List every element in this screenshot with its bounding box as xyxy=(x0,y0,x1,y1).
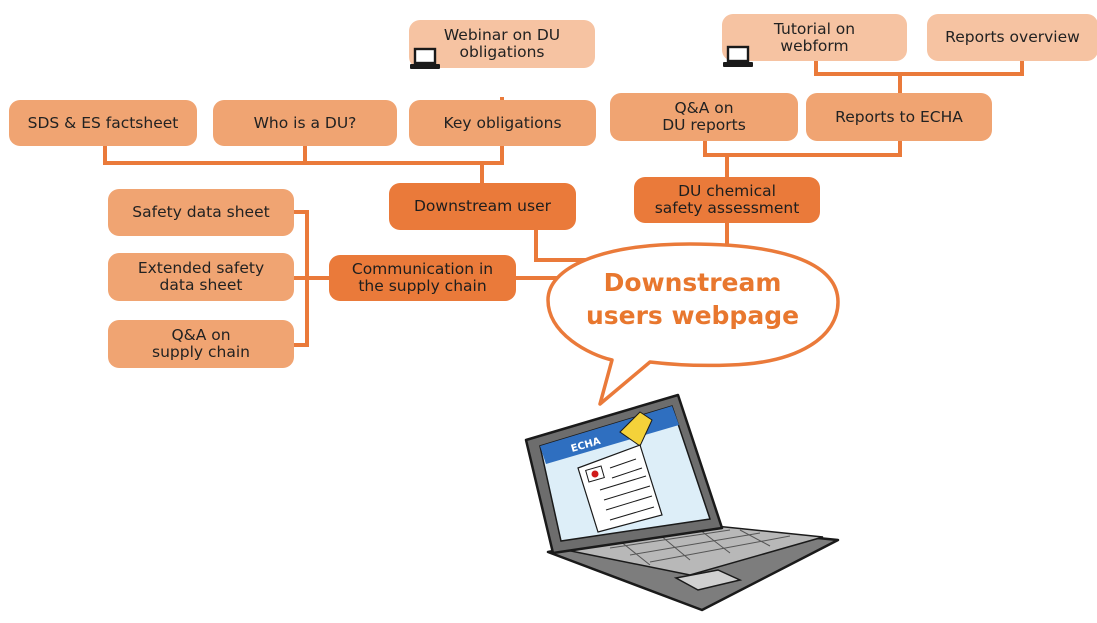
webinar-laptop-icon xyxy=(410,47,440,69)
node-du-chemical-safety-assessment[interactable]: DU chemical safety assessment xyxy=(634,177,820,223)
connector-tutorial-overview xyxy=(814,60,1024,76)
node-reports-overview[interactable]: Reports overview xyxy=(927,14,1097,61)
node-reports-to-echa[interactable]: Reports to ECHA xyxy=(806,93,992,141)
trackpad xyxy=(673,569,743,591)
node-webinar-du-obligations[interactable]: Webinar on DU obligations xyxy=(409,20,595,68)
node-who-is-du[interactable]: Who is a DU? xyxy=(213,100,397,146)
connector-csa-children xyxy=(703,138,902,157)
node-tutorial-webform[interactable]: Tutorial on webform xyxy=(722,14,907,61)
node-qa-supply-chain[interactable]: Q&A on supply chain xyxy=(108,320,294,368)
node-communication-supply-chain[interactable]: Communication in the supply chain xyxy=(329,255,516,301)
node-qa-du-reports[interactable]: Q&A on DU reports xyxy=(610,93,798,141)
node-extended-safety-data-sheet[interactable]: Extended safety data sheet xyxy=(108,253,294,301)
node-safety-data-sheet[interactable]: Safety data sheet xyxy=(108,189,294,236)
node-key-obligations[interactable]: Key obligations xyxy=(409,100,596,146)
tutorial-laptop-icon xyxy=(723,45,753,67)
center-title: Downstream users webpage xyxy=(585,268,800,330)
connector-du-to-center xyxy=(534,228,594,262)
node-downstream-user[interactable]: Downstream user xyxy=(389,183,576,230)
node-sds-es-factsheet[interactable]: SDS & ES factsheet xyxy=(9,100,197,146)
